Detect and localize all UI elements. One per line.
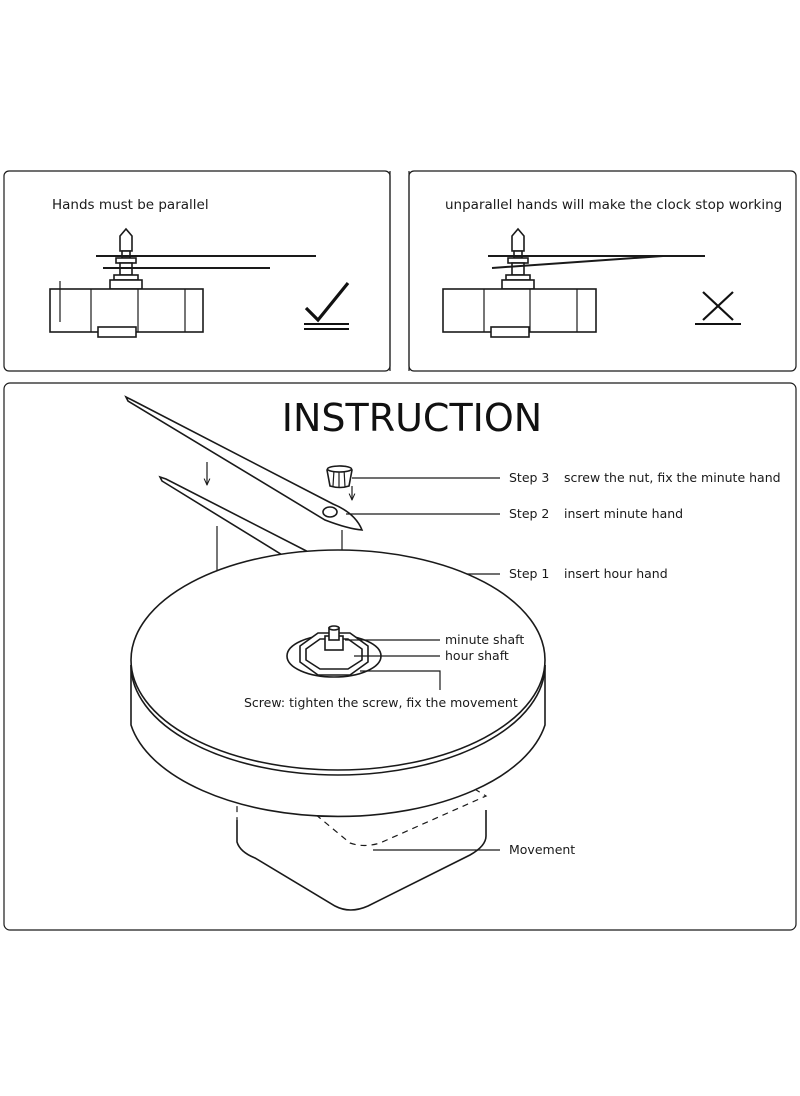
cross-icon	[695, 291, 741, 325]
movement-label: Movement	[509, 842, 575, 857]
step-2-text: insert minute hand	[564, 506, 683, 521]
step-1-text: insert hour hand	[564, 566, 668, 581]
unparallel-hour-hand	[491, 255, 664, 269]
step-2-label: Step 2	[509, 506, 549, 521]
step-3-label: Step 3	[509, 470, 549, 485]
instruction-title: INSTRUCTION	[282, 396, 542, 440]
parallel-movement	[49, 227, 316, 338]
check-icon	[304, 281, 350, 330]
clock-dial	[130, 549, 546, 818]
step-1-label: Step 1	[509, 566, 549, 581]
minute-shaft-label: minute shaft	[445, 632, 524, 647]
screw-label: Screw: tighten the screw, fix the moveme…	[244, 695, 518, 710]
nut-icon	[326, 465, 353, 489]
shaft-hub	[286, 625, 382, 678]
step-3-text: screw the nut, fix the minute hand	[564, 470, 781, 485]
parallel-caption: Hands must be parallel	[52, 197, 209, 213]
instruction-panel-frame	[3, 382, 797, 931]
minute-hand	[124, 395, 364, 531]
unparallel-caption: unparallel hands will make the clock sto…	[445, 197, 782, 213]
hour-shaft-label: hour shaft	[445, 648, 509, 663]
unparallel-movement	[442, 227, 705, 338]
